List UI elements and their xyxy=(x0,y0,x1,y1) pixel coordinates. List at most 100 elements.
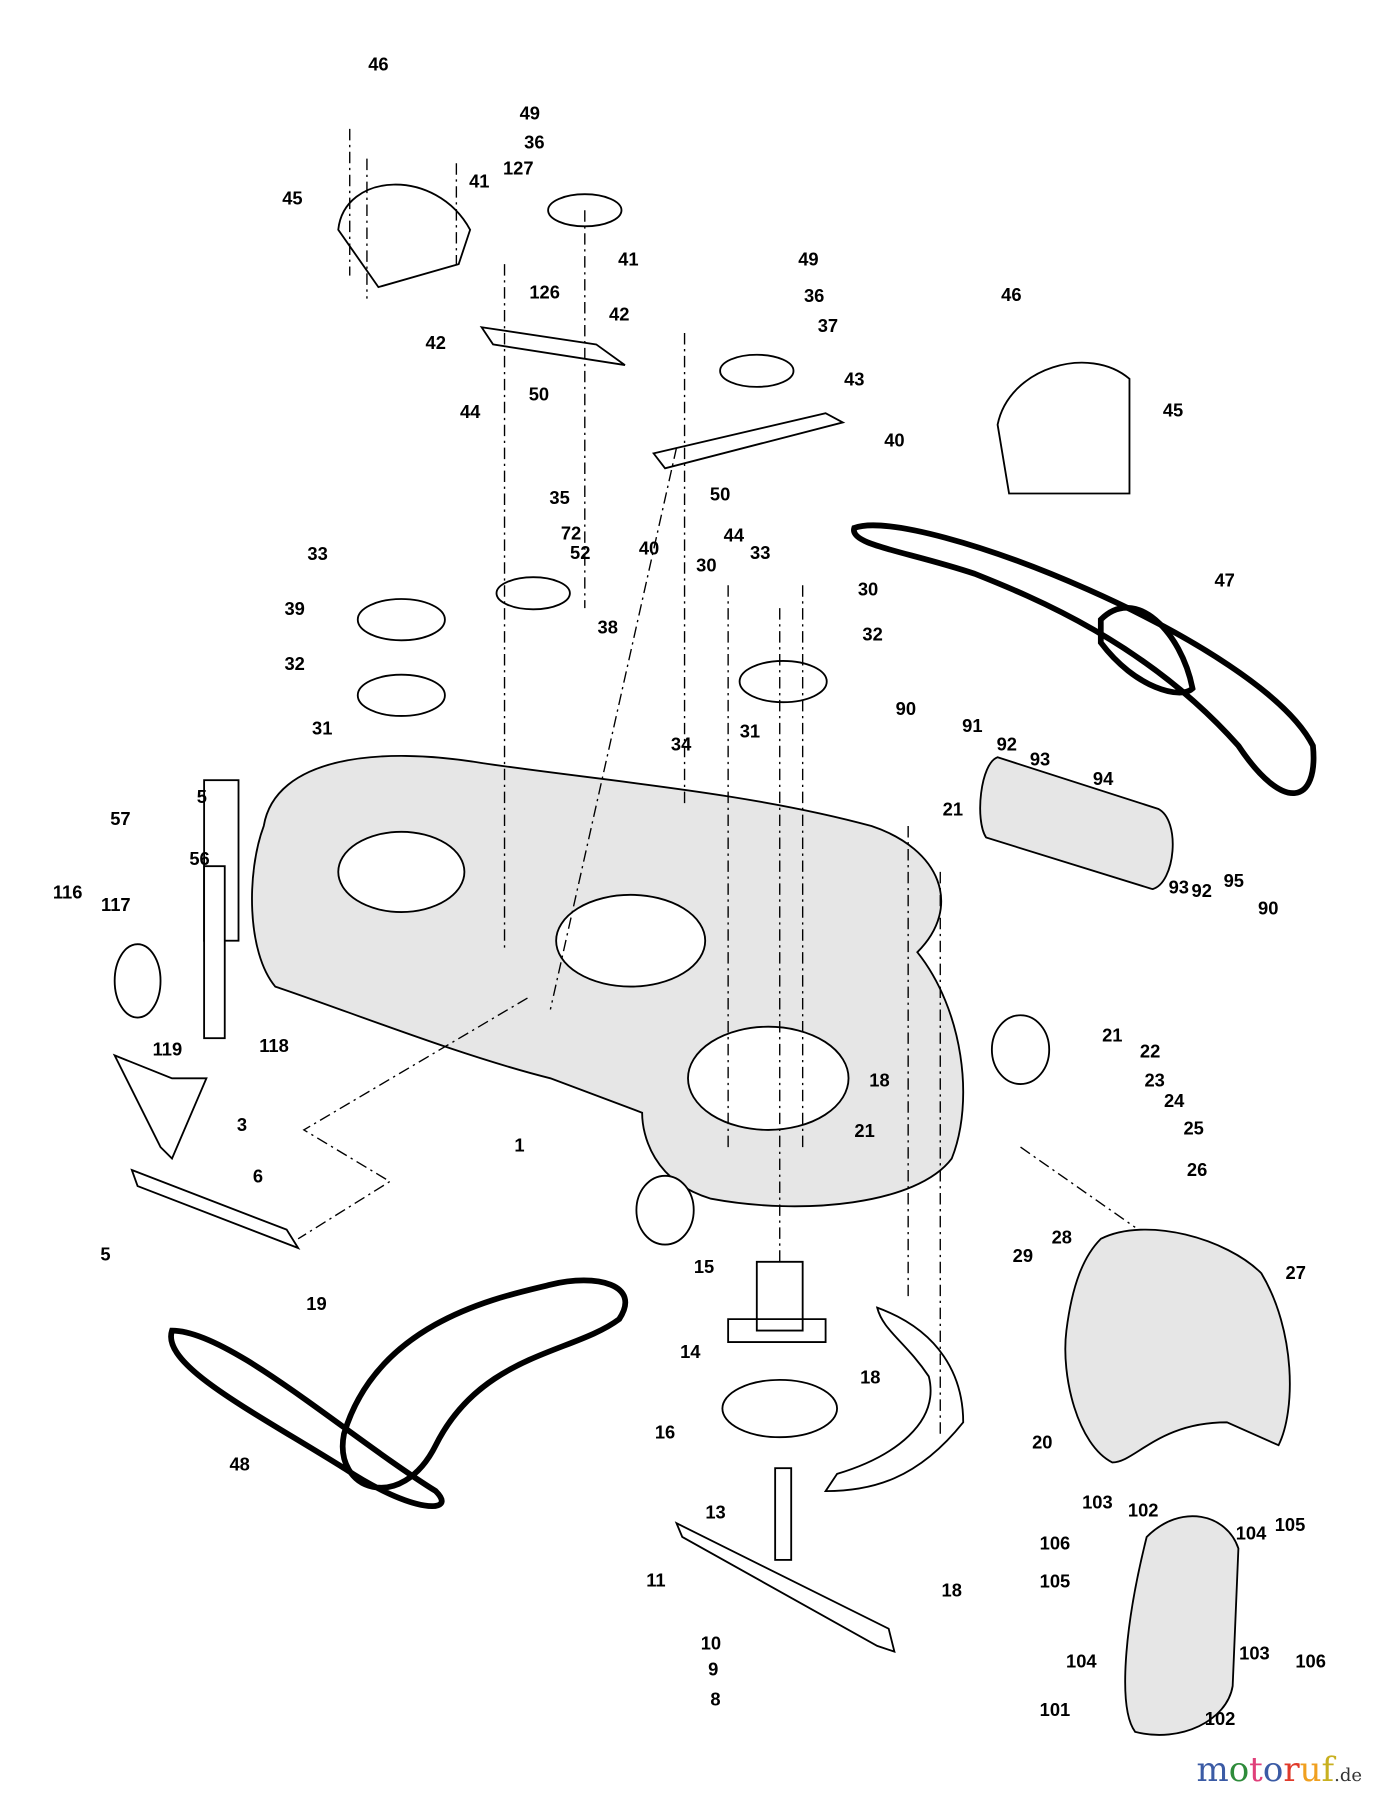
callout-94: 94 xyxy=(1093,768,1114,789)
callout-5: 5 xyxy=(100,1244,110,1265)
callout-36: 36 xyxy=(804,285,824,306)
deck-spindle-left xyxy=(337,830,466,913)
callout-106: 106 xyxy=(1295,1651,1326,1672)
callout-45: 45 xyxy=(282,188,302,209)
callout-103: 103 xyxy=(1082,1491,1113,1512)
callout-105: 105 xyxy=(1040,1570,1071,1591)
callout-1: 1 xyxy=(514,1135,524,1156)
callout-46: 46 xyxy=(1001,284,1021,305)
callout-44: 44 xyxy=(460,401,481,422)
callout-10: 10 xyxy=(701,1632,721,1653)
callout-31: 31 xyxy=(740,721,760,742)
callout-105: 105 xyxy=(1275,1514,1306,1535)
callout-25: 25 xyxy=(1183,1117,1203,1138)
callout-35: 35 xyxy=(549,487,569,508)
callout-37: 37 xyxy=(818,315,838,336)
callout-22: 22 xyxy=(1140,1041,1160,1062)
callout-117: 117 xyxy=(101,894,131,915)
idler-arm-43 xyxy=(652,412,846,470)
callout-6: 6 xyxy=(253,1166,263,1187)
callout-36: 36 xyxy=(524,131,544,152)
callout-8: 8 xyxy=(710,1689,720,1710)
callout-50: 50 xyxy=(710,483,730,504)
spindle-shaft xyxy=(774,1467,793,1561)
spindle-guard xyxy=(721,1378,838,1439)
callout-41: 41 xyxy=(469,170,489,191)
callout-9: 9 xyxy=(708,1659,718,1680)
callout-90: 90 xyxy=(896,698,916,719)
callout-47: 47 xyxy=(1214,569,1234,590)
belt-48 xyxy=(168,1277,629,1509)
callout-52: 52 xyxy=(570,542,590,563)
callout-40: 40 xyxy=(639,537,659,558)
assembly-lines xyxy=(297,128,1136,1434)
callout-93: 93 xyxy=(1169,877,1189,898)
callout-19: 19 xyxy=(306,1293,326,1314)
callout-32: 32 xyxy=(862,623,882,644)
callout-24: 24 xyxy=(1164,1090,1185,1111)
callout-14: 14 xyxy=(680,1341,701,1362)
belt-cover-left xyxy=(337,183,472,289)
deck-spindle-right xyxy=(687,1025,850,1131)
gauge-wheel-right xyxy=(990,1014,1051,1085)
callout-33: 33 xyxy=(307,543,327,564)
callout-5: 5 xyxy=(197,786,207,807)
lift-bracket xyxy=(112,1053,208,1161)
callout-42: 42 xyxy=(426,332,446,353)
watermark-tld: .de xyxy=(1334,1765,1362,1786)
callout-49: 49 xyxy=(798,248,818,269)
idler-arm-126 xyxy=(479,326,626,366)
callout-20: 20 xyxy=(1032,1432,1052,1453)
callout-34: 34 xyxy=(671,733,692,754)
callout-42: 42 xyxy=(609,303,629,324)
callout-127: 127 xyxy=(503,158,534,179)
callout-102: 102 xyxy=(1128,1499,1159,1520)
height-bracket xyxy=(203,865,226,1040)
gauge-wheel-left xyxy=(113,943,162,1019)
callout-38: 38 xyxy=(598,616,618,637)
callout-21: 21 xyxy=(1102,1025,1122,1046)
callout-92: 92 xyxy=(1192,880,1212,901)
spindle-housing xyxy=(727,1260,827,1343)
callout-119: 119 xyxy=(153,1038,183,1059)
watermark-logo: motoruf.de xyxy=(1196,1750,1362,1790)
callout-33: 33 xyxy=(750,542,770,563)
callout-13: 13 xyxy=(705,1502,725,1523)
callout-21: 21 xyxy=(854,1120,874,1141)
pulleys xyxy=(356,193,828,717)
link-bar xyxy=(130,1168,301,1250)
callout-23: 23 xyxy=(1144,1069,1164,1090)
callout-18: 18 xyxy=(942,1580,962,1601)
callout-31: 31 xyxy=(312,717,332,738)
deck-spindle-center xyxy=(555,893,707,988)
callout-116: 116 xyxy=(53,881,83,902)
callout-43: 43 xyxy=(844,369,864,390)
callout-104: 104 xyxy=(1236,1522,1267,1543)
mulch-plate xyxy=(1124,1515,1240,1736)
callout-18: 18 xyxy=(869,1069,889,1090)
callout-46: 46 xyxy=(368,53,388,74)
callout-15: 15 xyxy=(694,1256,714,1277)
callout-39: 39 xyxy=(284,598,304,619)
belt-cover-right xyxy=(996,361,1131,495)
callout-41: 41 xyxy=(618,248,638,269)
callout-49: 49 xyxy=(520,103,540,124)
callout-50: 50 xyxy=(529,384,549,405)
callout-18: 18 xyxy=(860,1366,880,1387)
callout-27: 27 xyxy=(1286,1262,1306,1283)
callout-56: 56 xyxy=(189,848,209,869)
callout-57: 57 xyxy=(110,808,130,829)
callout-95: 95 xyxy=(1224,870,1244,891)
callout-29: 29 xyxy=(1013,1245,1033,1266)
callout-32: 32 xyxy=(284,653,304,674)
callout-101: 101 xyxy=(1040,1699,1071,1720)
callout-90: 90 xyxy=(1258,897,1278,918)
callout-40: 40 xyxy=(884,429,904,450)
callout-3: 3 xyxy=(237,1114,247,1135)
belt-47 xyxy=(851,522,1317,796)
callout-26: 26 xyxy=(1187,1159,1207,1180)
callout-45: 45 xyxy=(1163,400,1183,421)
